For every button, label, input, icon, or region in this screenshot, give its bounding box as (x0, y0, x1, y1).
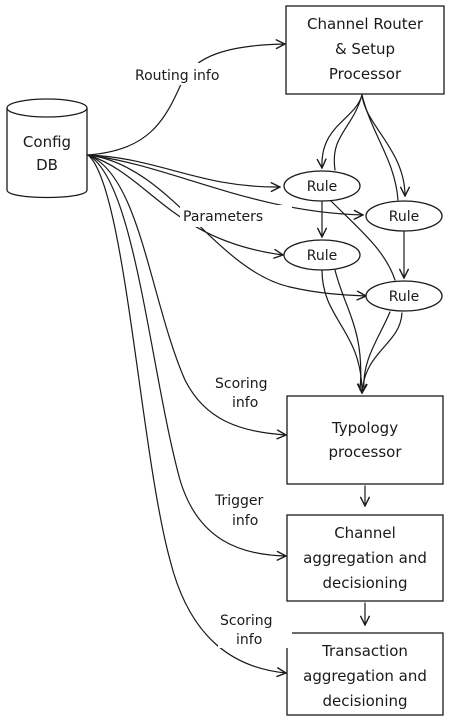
edges-from-config-db (87, 44, 366, 673)
node-rule-1: Rule (283, 170, 361, 202)
rule-2-label: Rule (389, 209, 419, 225)
edge-db-to-rule-4 (87, 154, 366, 296)
config-db-label-line-2: DB (36, 156, 58, 174)
edge-db-to-rule-1 (87, 154, 280, 187)
node-transaction-aggregation: Transaction aggregation and decisioning (286, 632, 444, 716)
rule-1-label: Rule (307, 179, 337, 195)
edges-rule-to-rule (322, 199, 404, 281)
edge-db-to-transaction-aggregation (87, 154, 286, 673)
transaction-aggregation-label-line-3: decisioning (322, 692, 407, 710)
node-config-db: Config DB (6, 98, 88, 199)
scoring-info-1-line-1: Scoring (215, 376, 268, 392)
edge-label-scoring-info-2: Scoring info (218, 608, 292, 648)
channel-aggregation-label-line-2: aggregation and (303, 549, 427, 567)
config-db-label-line-1: Config (23, 133, 71, 151)
scoring-info-2-line-2: info (236, 632, 262, 648)
rule-3-label: Rule (307, 248, 337, 264)
trigger-info-line-2: info (232, 513, 258, 529)
node-channel-aggregation: Channel aggregation and decisioning (286, 514, 444, 602)
scoring-info-1-line-2: info (232, 395, 258, 411)
edge-router-to-rule-1b (333, 94, 363, 171)
edge-db-to-rule-3 (87, 154, 283, 255)
transaction-aggregation-label-line-2: aggregation and (303, 667, 427, 685)
edge-router-to-rule-2b (361, 94, 399, 201)
rule-4-label: Rule (389, 289, 419, 305)
transaction-aggregation-label-line-1: Transaction (321, 642, 408, 660)
parameters-label: Parameters (183, 209, 263, 225)
channel-router-label-line-1: Channel Router (307, 15, 424, 33)
edge-db-to-typology (87, 154, 286, 435)
typology-label-line-2: processor (329, 443, 403, 461)
trigger-info-line-1: Trigger (214, 493, 264, 509)
channel-router-label-line-2: & Setup (335, 40, 395, 58)
channel-aggregation-label-line-3: decisioning (322, 574, 407, 592)
edges-router-to-rules (322, 94, 405, 201)
edge-db-to-router (87, 44, 285, 156)
edge-rule-3-to-typology-b (334, 269, 362, 391)
channel-aggregation-label-line-1: Channel (334, 524, 396, 542)
edges-rules-to-typology (321, 269, 403, 393)
routing-info-label: Routing info (135, 68, 219, 84)
edge-db-to-rule-2 (87, 154, 363, 215)
typology-label-line-1: Typology (331, 419, 398, 437)
edge-label-parameters: Parameters (180, 205, 292, 227)
edge-rule-1-to-rule-4 (329, 199, 396, 281)
edge-label-routing-info: Routing info (132, 63, 250, 85)
node-rule-4: Rule (365, 280, 443, 312)
edge-router-to-rule-2 (361, 94, 405, 196)
channel-router-label-line-3: Processor (329, 65, 402, 83)
edge-label-trigger-info: Trigger info (212, 488, 286, 530)
scoring-info-2-line-1: Scoring (220, 613, 273, 629)
node-rule-3: Rule (283, 239, 361, 271)
node-channel-router: Channel Router & Setup Processor (285, 5, 445, 95)
node-rule-2: Rule (365, 200, 443, 232)
edge-rule-4-to-typology (362, 312, 403, 393)
edge-rule-4-to-typology-b (363, 311, 391, 391)
node-typology-processor: Typology processor (286, 395, 444, 485)
edge-router-to-rule-1 (322, 94, 363, 168)
edge-db-to-channel-aggregation (87, 154, 286, 556)
edge-label-scoring-info-1: Scoring info (214, 372, 286, 412)
